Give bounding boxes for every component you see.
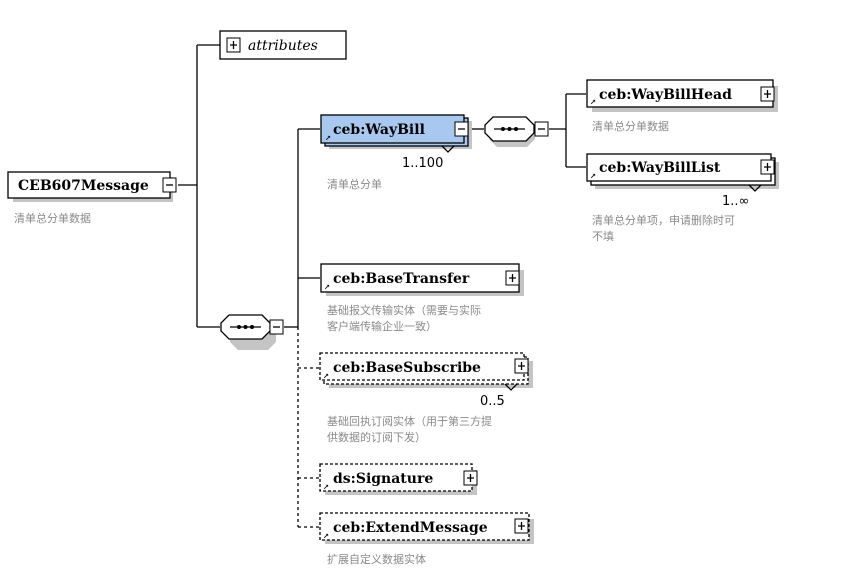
element-extend-message[interactable]: ↗ ceb:ExtendMessage — [319, 512, 534, 544]
element-name: ceb:WayBillList — [599, 160, 721, 176]
expand-toggle[interactable] — [226, 37, 241, 53]
sequence-dot — [250, 325, 254, 329]
element-base-transfer[interactable]: ↗ ceb:BaseTransfer — [320, 263, 524, 296]
element-waybill-head[interactable]: ↗ ceb:WayBillHead — [586, 79, 778, 112]
reference-arrow-icon: ↗ — [323, 530, 329, 541]
occurrence-label: 0..5 — [480, 394, 505, 409]
element-annotation-line1: 清单总分单项，申请删除时可 — [592, 213, 735, 227]
expand-toggle[interactable] — [463, 470, 478, 486]
collapse-toggle[interactable] — [534, 121, 549, 137]
reference-arrow-icon: ↗ — [324, 281, 330, 292]
waybill-sequence-compositor[interactable] — [484, 116, 549, 147]
sequence-dot — [501, 127, 505, 131]
attributes-node[interactable]: attributes — [219, 30, 347, 60]
element-waybill-list[interactable]: ↗ ceb:WayBillList — [586, 153, 779, 192]
collapse-toggle[interactable] — [162, 177, 177, 193]
element-signature[interactable]: ↗ ds:Signature — [319, 463, 478, 495]
occurrence-label: 1..100 — [402, 156, 443, 171]
sequence-dot — [243, 325, 248, 329]
occurrence-marker — [504, 383, 518, 391]
root-element-name: CEB607Message — [18, 178, 149, 194]
occurrence-label: 1..∞ — [722, 194, 749, 209]
attributes-label: attributes — [248, 38, 318, 54]
sequence-dot — [514, 127, 518, 131]
element-annotation: 扩展自定义数据实体 — [327, 552, 426, 566]
collapse-toggle[interactable] — [269, 319, 284, 335]
expand-toggle[interactable] — [505, 270, 520, 286]
expand-toggle[interactable] — [760, 159, 775, 175]
root-element[interactable]: CEB607Message — [7, 171, 177, 202]
reference-arrow-icon: ↗ — [590, 170, 596, 181]
expand-toggle[interactable] — [514, 358, 529, 374]
element-waybill[interactable]: ↗ ceb:WayBill — [320, 114, 472, 153]
element-name: ceb:BaseTransfer — [333, 271, 470, 287]
element-annotation: 清单总分单 — [327, 177, 382, 191]
element-annotation: 清单总分单数据 — [592, 119, 669, 133]
element-base-subscribe[interactable]: ↗ ceb:BaseSubscribe — [319, 352, 533, 391]
element-annotation-line2: 客户端传输企业一致） — [327, 319, 437, 333]
element-name: ceb:WayBill — [333, 122, 425, 138]
root-annotation: 清单总分单数据 — [14, 211, 91, 225]
occurrence-marker — [748, 184, 762, 192]
element-name: ceb:BaseSubscribe — [333, 360, 481, 376]
occurrence-marker — [441, 145, 455, 153]
reference-arrow-icon: ↗ — [323, 370, 329, 381]
element-name: ceb:ExtendMessage — [333, 520, 488, 536]
element-annotation-line1: 基础回执订阅实体（用于第三方提 — [327, 414, 492, 428]
element-name: ceb:WayBillHead — [599, 87, 732, 103]
reference-arrow-icon: ↗ — [325, 132, 331, 143]
collapse-toggle[interactable] — [454, 121, 469, 137]
element-annotation-line2: 不填 — [592, 229, 614, 243]
element-name: ds:Signature — [333, 471, 433, 487]
element-annotation-line1: 基础报文传输实体（需要与实际 — [327, 303, 481, 317]
element-annotation-line2: 供数据的订阅下发） — [327, 430, 426, 444]
reference-arrow-icon: ↗ — [590, 96, 596, 107]
sequence-dot — [237, 325, 241, 329]
expand-toggle[interactable] — [760, 86, 775, 102]
root-sequence-compositor[interactable] — [220, 314, 284, 350]
sequence-dot — [507, 127, 512, 131]
expand-toggle[interactable] — [514, 518, 529, 534]
reference-arrow-icon: ↗ — [323, 481, 329, 492]
connectors — [178, 44, 586, 528]
